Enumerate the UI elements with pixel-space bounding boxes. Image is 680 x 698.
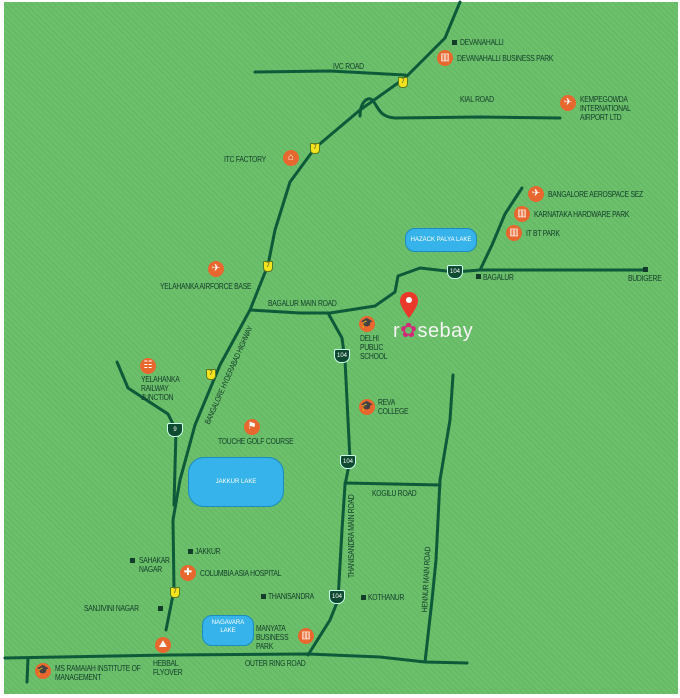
graduation-cap-icon[interactable]: 🎓: [35, 663, 51, 679]
road-label-kial: KIAL ROAD: [460, 95, 494, 104]
road-outer-ring: [3, 652, 469, 665]
building-icon[interactable]: ▥: [514, 206, 530, 222]
place-yelahanka-railway-junction: YELAHANKA RAILWAY JUNCTION: [141, 375, 180, 402]
nh7-shield: 7: [310, 143, 320, 154]
place-thanisandra: THANISANDRA: [268, 592, 314, 601]
road-label-kogilu: KOGILU ROAD: [372, 489, 417, 498]
place-hebbal-flyover: HEBBAL FLYOVER: [153, 659, 183, 677]
place-it-bt-park: IT BT PARK: [526, 229, 560, 238]
dot-marker: [188, 549, 193, 554]
place-reva-college: REVA COLLEGE: [378, 398, 409, 416]
nh7-shield: 7: [263, 261, 273, 272]
place-itc-factory: ITC FACTORY: [224, 155, 266, 164]
dot-marker: [643, 267, 648, 272]
dot-marker: [361, 595, 366, 600]
sh104-shield: 104: [340, 455, 356, 469]
graduation-cap-icon[interactable]: 🎓: [359, 399, 375, 415]
place-sahakar-nagar: SAHAKAR NAGAR: [139, 556, 170, 574]
airplane-icon[interactable]: ✈: [560, 95, 576, 111]
road-thanisandra: [306, 311, 352, 657]
dot-marker: [158, 606, 163, 611]
place-sanjivini-nagar: SANJIVINI NAGAR: [84, 604, 139, 613]
road-aerospace-branch: [478, 186, 524, 272]
road-bagalur-main: [248, 266, 647, 315]
place-columbia-asia-hospital: COLUMBIA ASIA HOSPITAL: [200, 569, 282, 578]
nh7-shield: 7: [206, 369, 216, 380]
road-msr-spur: [25, 656, 30, 684]
road-label-thanisandra: THANISANDRA MAIN ROAD: [347, 494, 356, 578]
nh7-shield: 7: [170, 587, 180, 598]
building-icon[interactable]: ▥: [506, 225, 522, 241]
place-touche-golf-course: TOUCHE GOLF COURSE: [218, 437, 294, 446]
airplane-icon[interactable]: ✈: [208, 261, 224, 277]
place-kothanur: KOTHANUR: [368, 593, 405, 602]
sh104-shield: 104: [334, 349, 350, 363]
road-sh9: [115, 360, 178, 507]
place-ms-ramaiah: MS RAMAIAH INSTITUTE OF MANAGEMENT: [55, 664, 141, 682]
rosebay-logo: r✿sebay: [393, 320, 474, 342]
dot-marker: [261, 594, 266, 599]
hazack-palya-lake: HAZACK PALYA LAKE: [405, 228, 477, 252]
dot-marker: [452, 40, 457, 45]
factory-icon[interactable]: ⌂: [283, 150, 299, 166]
place-aerospace-sez: BANGALORE AEROSPACE SEZ: [548, 190, 643, 199]
graduation-cap-icon[interactable]: 🎓: [359, 316, 375, 332]
nh7-shield: 7: [398, 77, 408, 88]
place-karnataka-hardware-park: KARNATAKA HARDWARE PARK: [534, 210, 630, 219]
dot-marker: [130, 558, 135, 563]
sh104-shield: 104: [329, 590, 345, 604]
road-kogilu: [343, 481, 442, 487]
dot-marker: [476, 274, 481, 279]
road-label-ivc: IVC ROAD: [333, 62, 364, 71]
jakkur-lake: JAKKUR LAKE: [188, 457, 284, 507]
building-icon[interactable]: ▥: [437, 50, 453, 66]
road-hennur: [423, 373, 455, 664]
place-devanahalli: DEVANAHALLI: [460, 38, 504, 47]
place-kempegowda-airport: KEMPEGOWDA INTERNATIONAL AIRPORT LTD: [580, 95, 631, 122]
hospital-cross-icon[interactable]: ✚: [180, 565, 196, 581]
location-pin-icon[interactable]: [400, 292, 418, 318]
place-delhi-public-school: DELHI PUBLIC SCHOOL: [360, 334, 388, 361]
sh9-shield: 9: [167, 423, 183, 437]
road-kial: [358, 97, 562, 120]
map-background[interactable]: [4, 2, 678, 694]
place-devanahalli-business-park: DEVANAHALLI BUSINESS PARK: [457, 54, 554, 63]
railway-icon[interactable]: ☷: [140, 358, 156, 374]
place-bagalur: BAGALUR: [483, 273, 514, 282]
road-label-outer-ring: OUTER RING ROAD: [245, 659, 306, 668]
building-icon[interactable]: ▥: [298, 628, 314, 644]
golf-icon[interactable]: ⚑: [244, 419, 260, 435]
place-budigere: BUDIGERE: [628, 274, 662, 283]
road-label-bagalur: BAGALUR MAIN ROAD: [268, 299, 337, 308]
flyover-icon[interactable]: ⛰: [155, 637, 171, 653]
place-manyata-business-park: MANYATA BUSINESS PARK: [256, 624, 289, 651]
place-yelahanka-airforce-base: YELAHANKA AIRFORCE BASE: [160, 282, 252, 291]
place-jakkur: JAKKUR: [195, 547, 221, 556]
road-ivc: [253, 69, 407, 77]
sh104-shield: 104: [447, 265, 463, 279]
airplane-icon[interactable]: ✈: [528, 186, 544, 202]
